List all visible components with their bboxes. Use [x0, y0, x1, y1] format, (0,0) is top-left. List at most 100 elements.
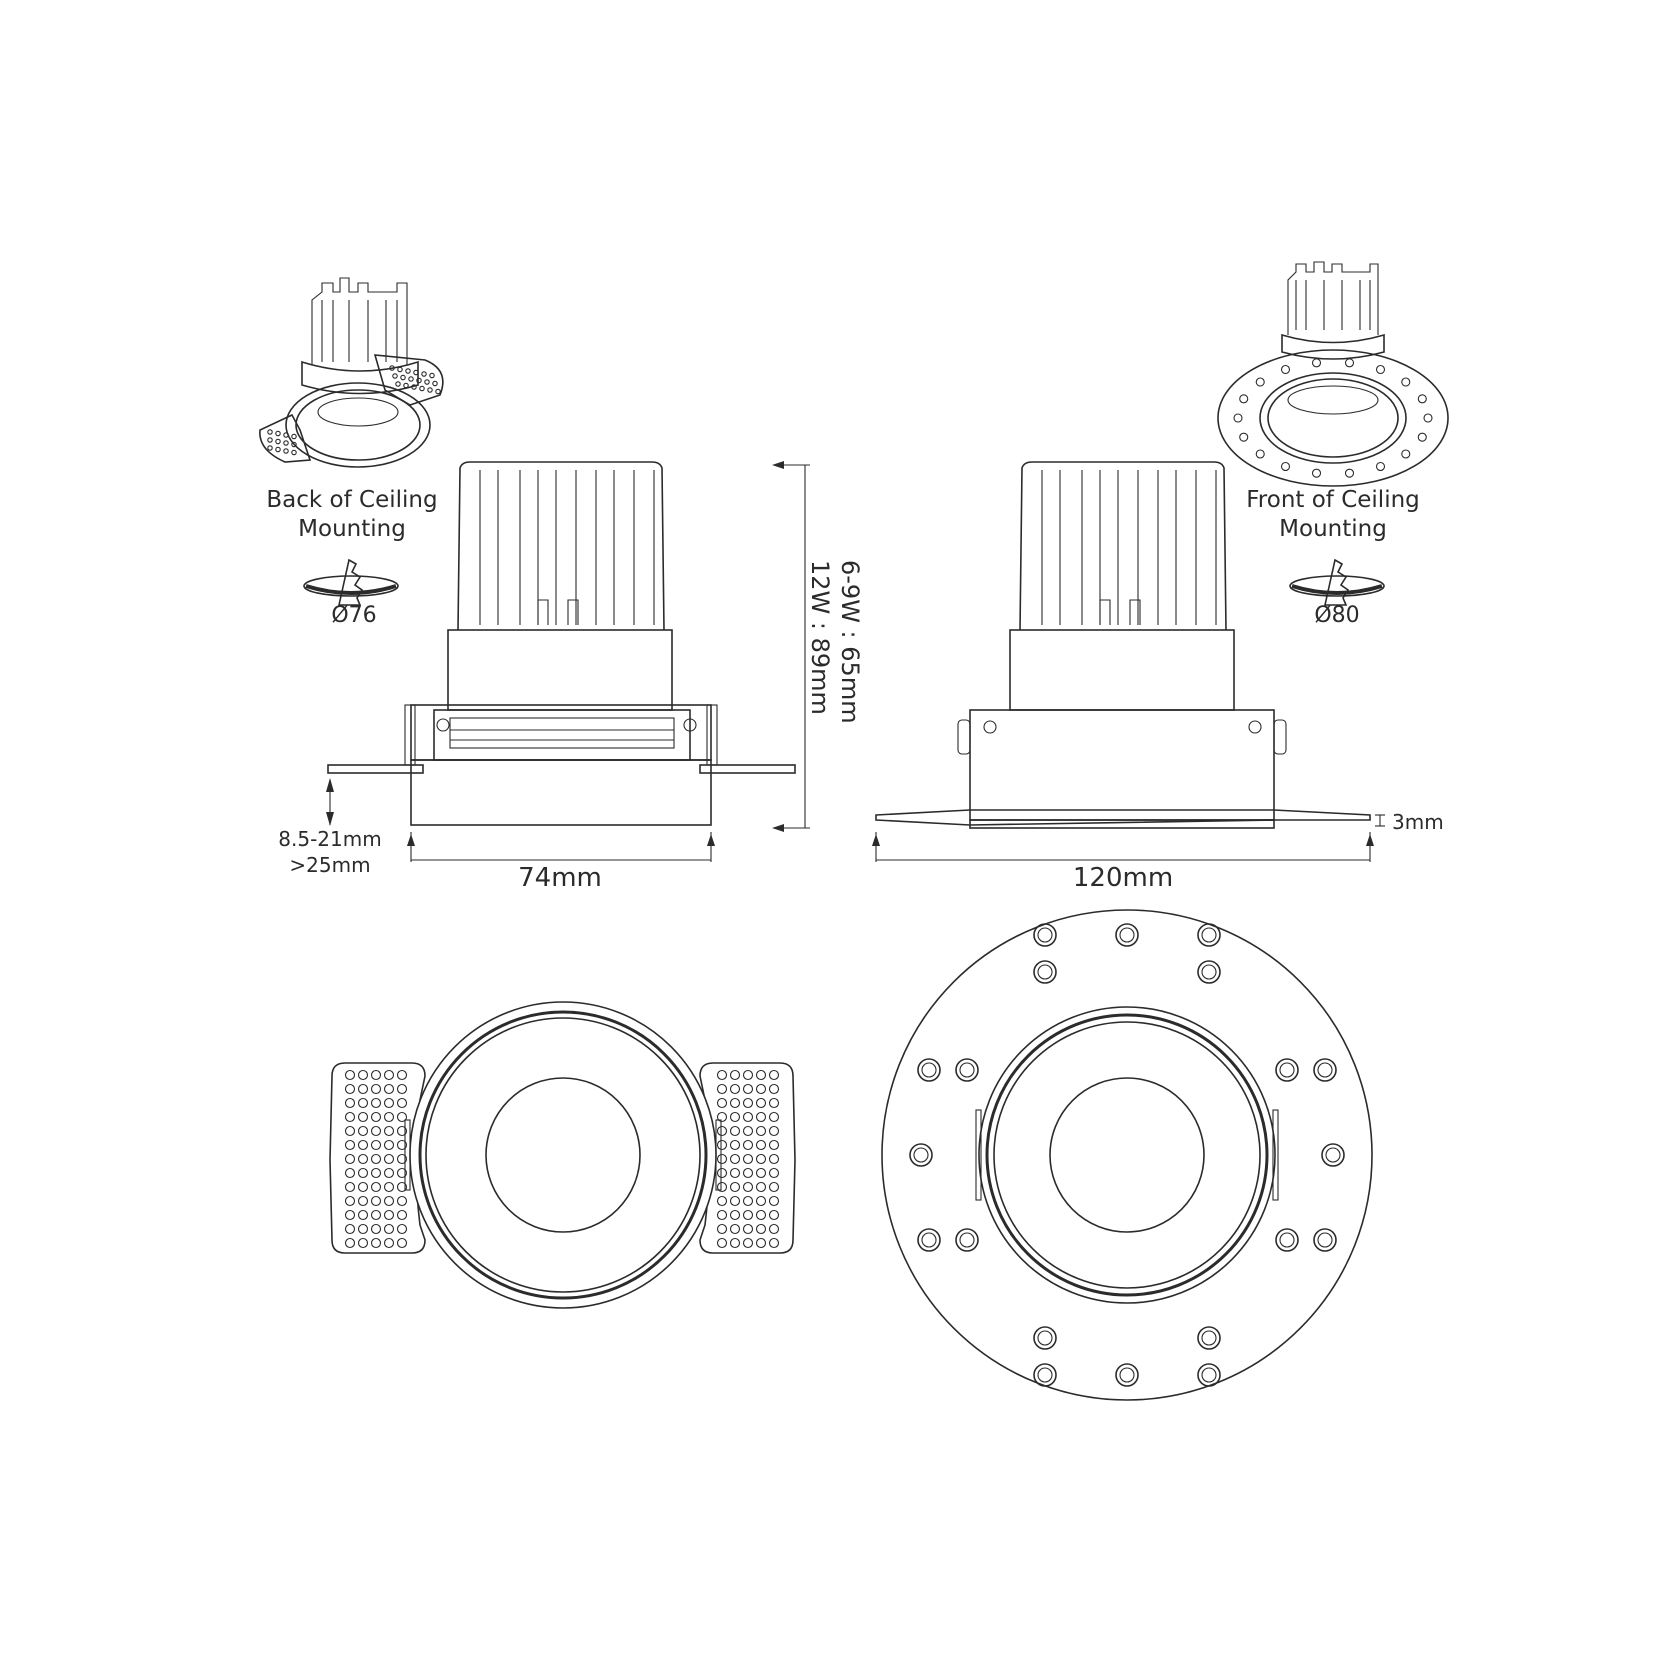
- perforation-hole: [716, 1125, 728, 1137]
- perforation-hole: [370, 1125, 382, 1137]
- perforation-hole: [729, 1069, 741, 1081]
- screw-hole-inner: [1325, 1147, 1341, 1163]
- ceiling-thickness-label-line1: 8.5-21mm: [278, 827, 381, 851]
- perforation-hole: [344, 1167, 356, 1179]
- flange-hole: [1423, 413, 1433, 423]
- flange-hole: [1311, 468, 1322, 478]
- screw-hole-inner: [913, 1147, 929, 1163]
- perforation-hole: [716, 1195, 728, 1207]
- perforation-hole: [357, 1097, 369, 1109]
- perforation-hole: [396, 1097, 408, 1109]
- screw-hole: [1033, 1326, 1057, 1350]
- perforation-hole: [370, 1209, 382, 1221]
- perforation-hole: [357, 1181, 369, 1193]
- front-cutout-icon: [1289, 558, 1385, 606]
- perforation-hole: [755, 1139, 767, 1151]
- perforation-hole: [357, 1209, 369, 1221]
- perforation-hole: [729, 1209, 741, 1221]
- front-mount-label-line2: Mounting: [1279, 516, 1387, 542]
- right-front-view: [881, 909, 1373, 1401]
- perforation-hole: [370, 1223, 382, 1235]
- perforation-hole: [729, 1195, 741, 1207]
- wing-dot: [291, 449, 297, 456]
- perforation-hole: [716, 1153, 728, 1165]
- screw-hole: [1197, 1326, 1221, 1350]
- flange-hole: [1255, 377, 1265, 387]
- perforation-hole: [716, 1139, 728, 1151]
- perforation-hole: [370, 1195, 382, 1207]
- perforation-hole: [755, 1195, 767, 1207]
- perforation-hole: [768, 1195, 780, 1207]
- perforation-hole: [729, 1111, 741, 1123]
- perforation-hole: [344, 1237, 356, 1249]
- wing-dot: [392, 373, 398, 379]
- screw-hole: [955, 1058, 979, 1082]
- wing-dot: [403, 382, 409, 389]
- wing-dot: [424, 379, 430, 385]
- perforation-hole: [357, 1153, 369, 1165]
- perforation-hole: [716, 1237, 728, 1249]
- wing-dot: [419, 385, 425, 392]
- perforation-hole: [729, 1153, 741, 1165]
- perforation-hole: [742, 1209, 754, 1221]
- screw-hole: [1321, 1143, 1345, 1167]
- flange-hole: [1255, 449, 1265, 459]
- height-label-line1: 6-9W : 65mm: [836, 560, 864, 724]
- perforation-hole: [383, 1195, 395, 1207]
- perforation-hole: [370, 1167, 382, 1179]
- screw-hole: [1115, 1363, 1139, 1387]
- wing-dot: [267, 437, 273, 443]
- screw-hole: [1197, 923, 1221, 947]
- screw-hole-inner: [921, 1062, 937, 1078]
- perforation-hole: [716, 1069, 728, 1081]
- perforation-hole: [396, 1111, 408, 1123]
- perforation-hole: [755, 1167, 767, 1179]
- perforation-hole: [344, 1139, 356, 1151]
- screw-hole-inner: [1317, 1232, 1333, 1248]
- perforation-hole: [768, 1181, 780, 1193]
- perforation-hole: [768, 1125, 780, 1137]
- perforation-hole: [742, 1223, 754, 1235]
- perforation-hole: [755, 1097, 767, 1109]
- left-side-elevation: [327, 461, 796, 826]
- perforation-hole: [383, 1181, 395, 1193]
- wing-dot: [267, 445, 273, 451]
- screw-hole-inner: [1037, 1330, 1053, 1346]
- perforation-hole: [383, 1167, 395, 1179]
- perforation-hole: [370, 1097, 382, 1109]
- perforation-hole: [755, 1209, 767, 1221]
- flange-hole: [1280, 364, 1291, 375]
- perforation-hole: [396, 1195, 408, 1207]
- perforation-hole: [383, 1083, 395, 1095]
- perforation-hole: [755, 1069, 767, 1081]
- wing-dot: [432, 380, 438, 387]
- screw-hole-inner: [1317, 1062, 1333, 1078]
- wing-dot: [435, 388, 441, 395]
- perforation-hole: [755, 1181, 767, 1193]
- screw-hole-inner: [1037, 927, 1053, 943]
- perforation-hole: [370, 1139, 382, 1151]
- height-dimension: [772, 461, 810, 832]
- perforation-hole: [742, 1097, 754, 1109]
- back-cutout-label: Ø76: [331, 603, 376, 628]
- flange-hole: [1344, 468, 1355, 478]
- wing-dot: [275, 438, 281, 445]
- perforation-hole: [344, 1209, 356, 1221]
- perforation-hole: [729, 1167, 741, 1179]
- screw-hole: [1197, 1363, 1221, 1387]
- back-cutout-icon: [303, 558, 399, 606]
- flange-hole: [1239, 394, 1249, 404]
- flange-hole: [1375, 364, 1386, 375]
- perforation-hole: [729, 1139, 741, 1151]
- perforation-hole: [716, 1223, 728, 1235]
- perforation-hole: [768, 1069, 780, 1081]
- perforation-hole: [768, 1167, 780, 1179]
- perforation-hole: [383, 1069, 395, 1081]
- screw-hole-inner: [1037, 1367, 1053, 1383]
- perforation-hole: [370, 1069, 382, 1081]
- wing-dot: [421, 371, 427, 377]
- back-mount-label-line1: Back of Ceiling: [266, 487, 437, 513]
- ceiling-thickness-label-line2: >25mm: [289, 853, 370, 877]
- perforation-hole: [357, 1125, 369, 1137]
